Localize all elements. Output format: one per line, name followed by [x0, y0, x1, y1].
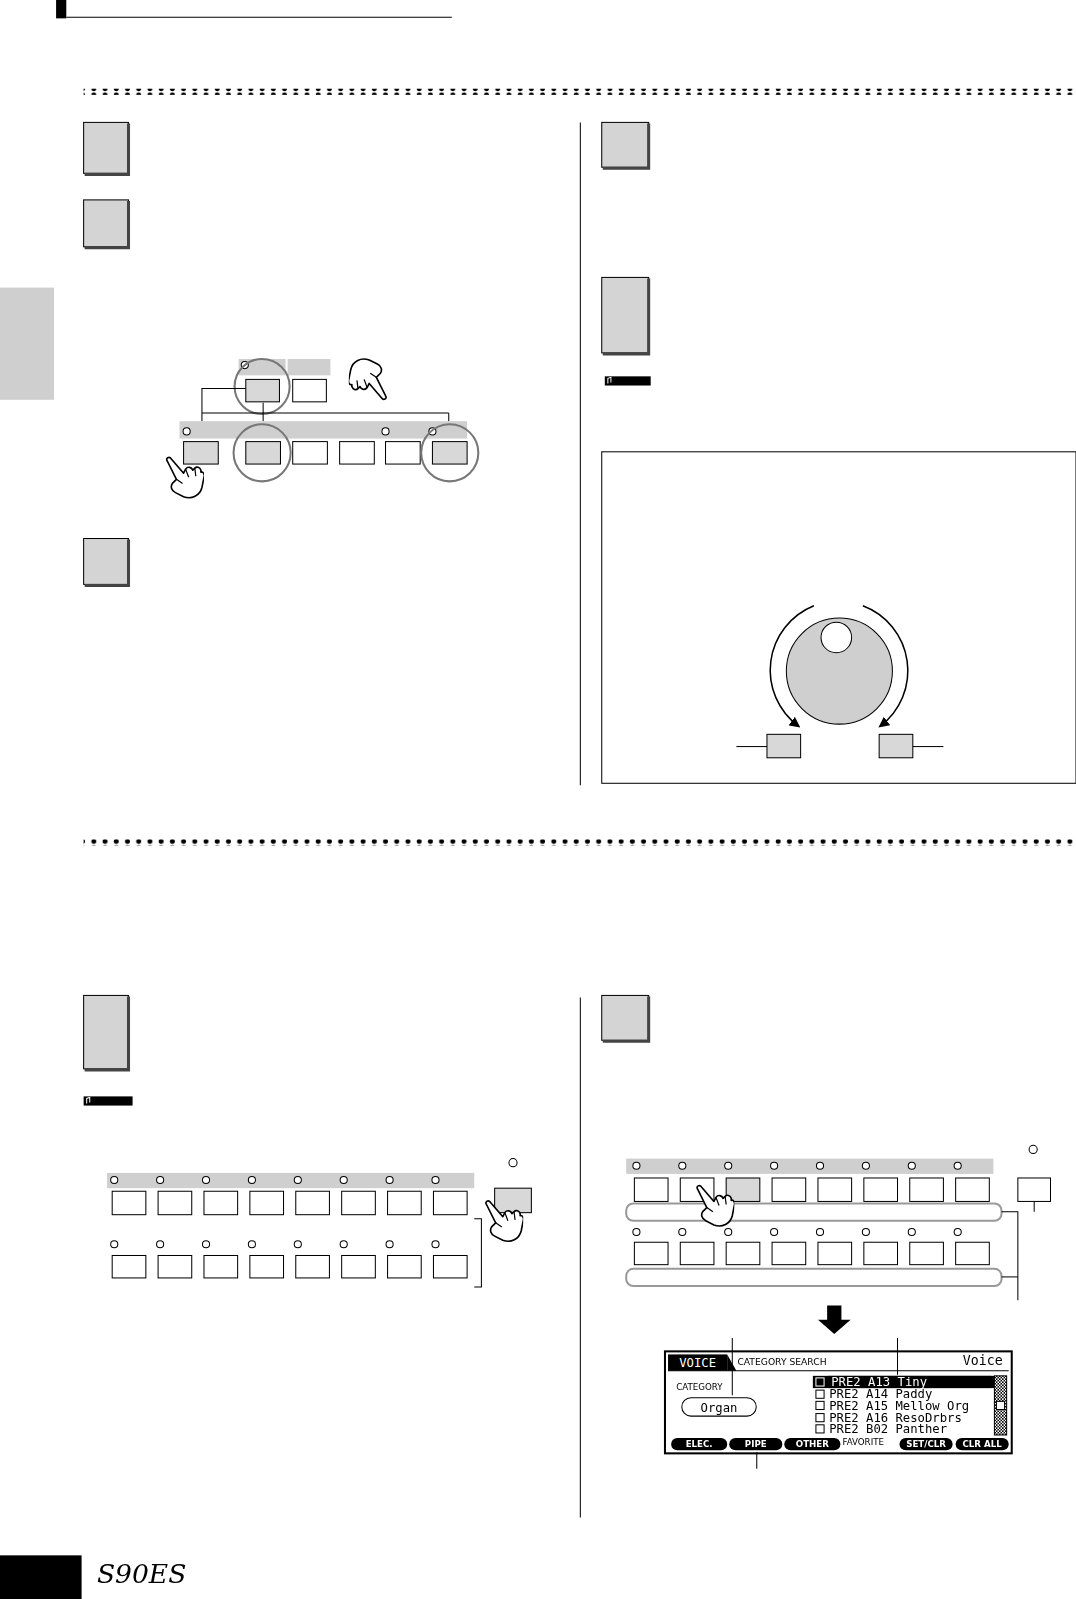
node-text: CLR ALL — [962, 1440, 1001, 1449]
mode-name: Voice — [963, 1353, 1003, 1366]
screen-title: CATEGORY SEARCH — [737, 1357, 826, 1366]
soft-key-button: CLR ALL — [956, 1438, 1009, 1450]
field-label: CATEGORY — [676, 1383, 722, 1392]
node-text: ELEC. — [686, 1440, 713, 1449]
list-row: PRE2 A15 Mellow Org — [829, 1399, 969, 1411]
node-text: PRE2 A13 Tiny — [831, 1376, 927, 1388]
node-text: OTHER — [796, 1440, 829, 1449]
category-field: Organ — [681, 1397, 756, 1416]
soft-key-button: SET/CLR — [900, 1438, 953, 1450]
soft-key-button: PIPE — [729, 1438, 782, 1450]
node-text: Organ — [701, 1401, 738, 1413]
node-text: SET/CLR — [906, 1440, 946, 1449]
selected-list-row: PRE2 A13 Tiny — [828, 1376, 991, 1388]
list-row: PRE2 B02 Panther — [829, 1423, 947, 1435]
mode-tab: VOICE — [668, 1354, 727, 1370]
soft-key-button: ELEC. — [671, 1438, 727, 1450]
node-text: PIPE — [745, 1440, 767, 1449]
product-logo: S90ES — [97, 1560, 186, 1587]
favorite-label: FAVORITE — [842, 1438, 884, 1447]
node-text: VOICE — [679, 1356, 716, 1368]
soft-key-button: OTHER — [784, 1438, 840, 1450]
